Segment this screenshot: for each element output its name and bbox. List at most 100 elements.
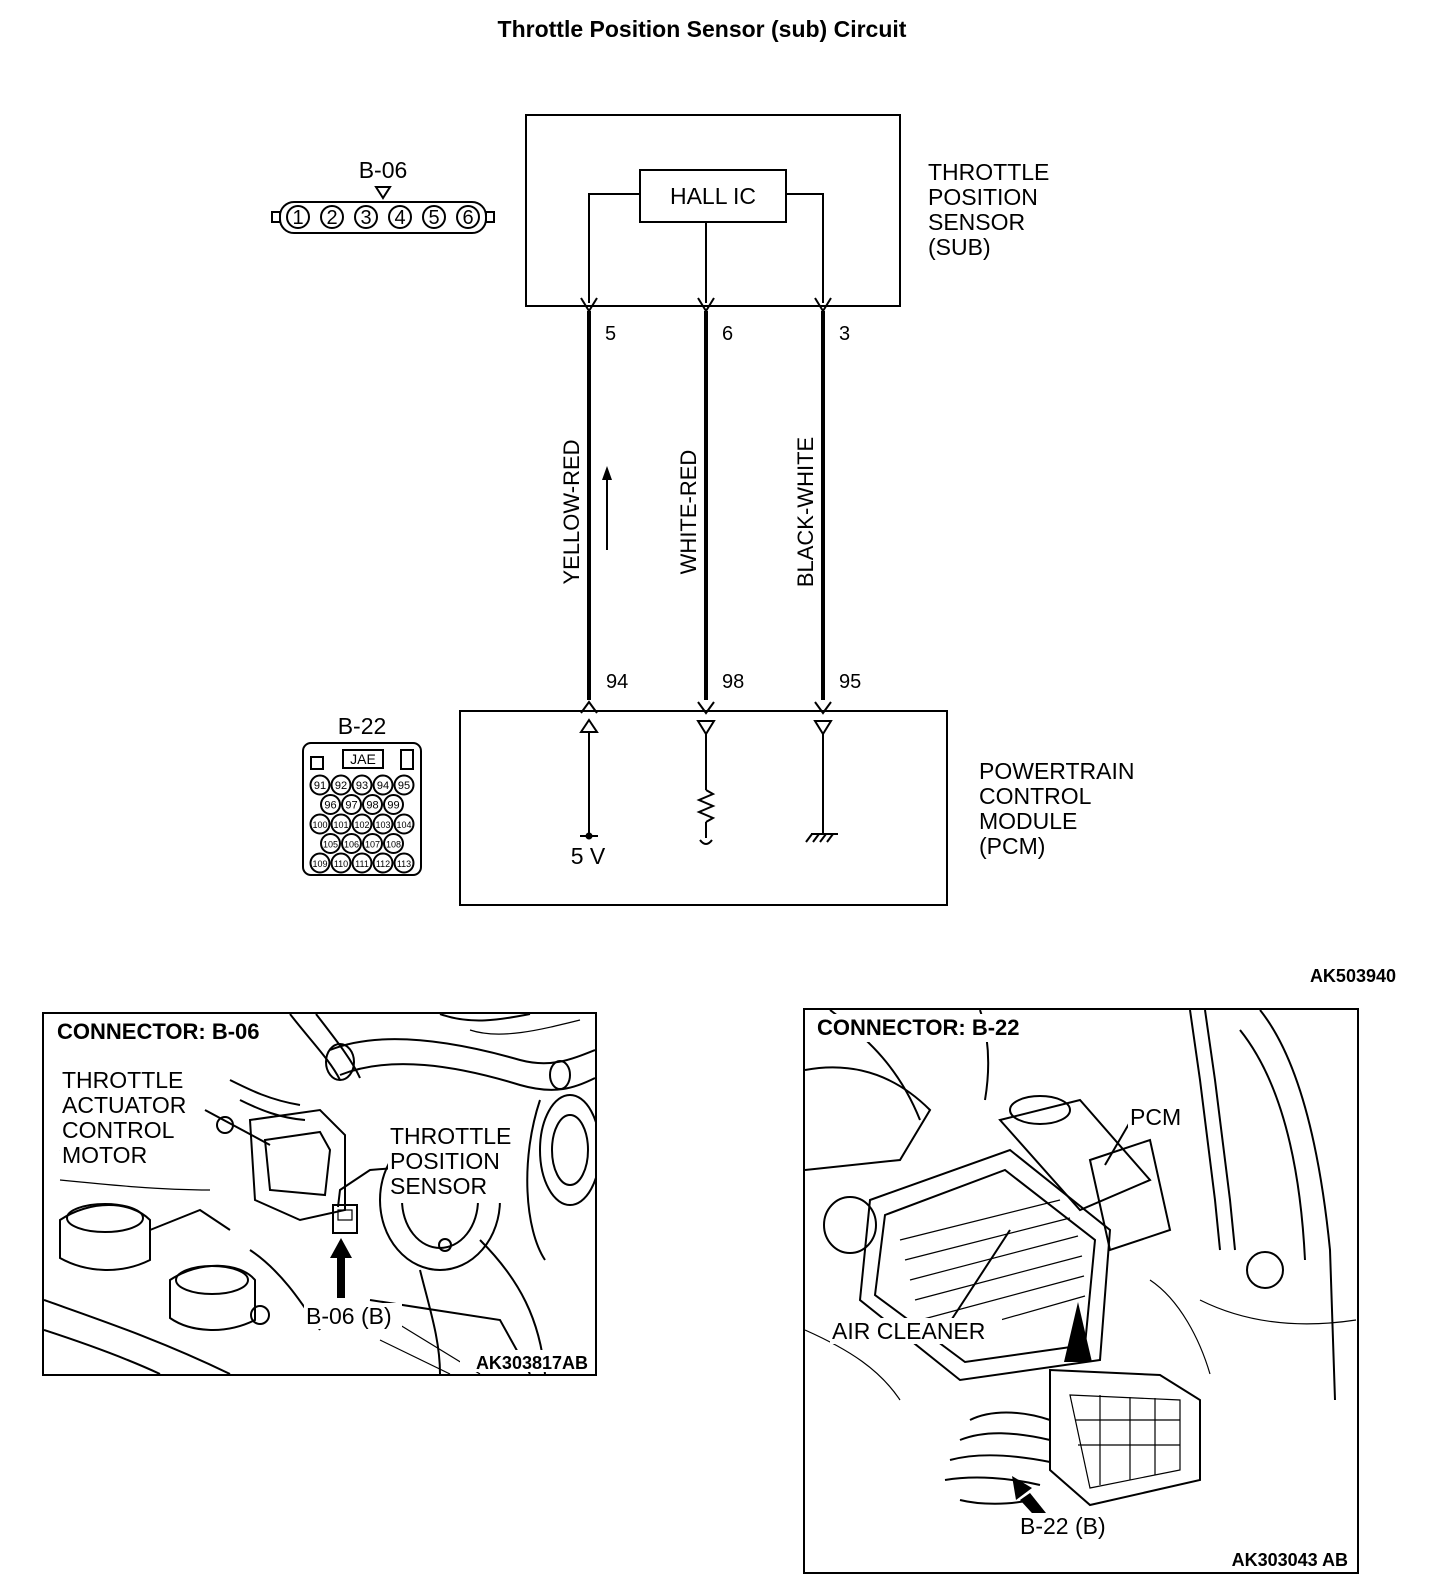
photo-left-title: CONNECTOR: B-06	[57, 1019, 260, 1044]
pcm-box: 5 V	[459, 700, 948, 906]
b22-pin-number: 113	[397, 859, 411, 869]
svg-text:5: 5	[428, 207, 439, 229]
b22-pin-111: 111	[351, 852, 373, 874]
b22-pin-number: 99	[387, 800, 399, 812]
b22-pin-93: 93	[351, 774, 373, 796]
callout-pcm: PCM	[1130, 1104, 1181, 1130]
b22-pin-number: 100	[312, 820, 327, 830]
b22-pin-circle	[372, 813, 394, 835]
svg-text:2: 2	[326, 207, 337, 229]
connector-b06-label: B-06	[359, 157, 408, 183]
supply-5v-symbol	[579, 718, 599, 840]
b22-pin-circle	[309, 813, 331, 835]
pcm-pin-94-label: 94	[606, 671, 628, 693]
b22-pin-108: 108	[383, 833, 404, 854]
sensor-pin-6-label: 6	[722, 323, 733, 345]
b22-pin-circle	[330, 774, 352, 796]
diagram-title: Throttle Position Sensor (sub) Circuit	[498, 16, 907, 42]
connector-b06-face: B-06 1 2 3 4 5 6	[271, 157, 495, 234]
pcm-pin-95-label: 95	[839, 671, 861, 693]
b22-pin-107: 107	[362, 833, 383, 854]
b22-pin-96: 96	[320, 794, 341, 815]
b22-pin-circle	[341, 794, 362, 815]
b22-pin-113: 113	[393, 852, 415, 874]
sensor-label-line-1: THROTTLE	[928, 159, 1049, 185]
pcm-label-line-4: (PCM)	[979, 833, 1045, 859]
wire-black-white: 3 95 BLACK-WHITE	[793, 311, 861, 700]
b22-pin-102: 102	[351, 813, 373, 835]
b22-pin-105: 105	[320, 833, 341, 854]
b22-pin-circle	[372, 852, 394, 874]
sensor-label-line-3: SENSOR	[928, 209, 1025, 235]
b22-pin-circle	[351, 852, 373, 874]
b22-pin-number: 96	[324, 800, 336, 812]
sensor-pin-5-label: 5	[605, 323, 616, 345]
pcm-label: POWERTRAIN CONTROL MODULE (PCM)	[979, 758, 1134, 859]
b22-pin-number: 111	[355, 859, 369, 869]
b22-pin-circle	[362, 794, 383, 815]
b22-pin-number: 110	[334, 859, 348, 869]
pull-resistor-symbol	[696, 720, 716, 845]
b22-pin-101: 101	[330, 813, 352, 835]
callout-connector-b06: B-06 (B)	[306, 1303, 392, 1329]
photo-left-panel: CONNECTOR: B-06 THROTTLE ACTUATOR CONTRO…	[42, 1012, 597, 1376]
b06-pin-1: 1	[286, 205, 310, 229]
svg-text:3: 3	[360, 207, 371, 229]
b22-pin-98: 98	[362, 794, 383, 815]
pcm-label-line-3: MODULE	[979, 808, 1077, 834]
engine-bay-illustration-right	[805, 1010, 1357, 1507]
throttle-position-sensor-box: HALL IC	[525, 114, 901, 313]
b22-pin-circle	[330, 852, 352, 874]
hall-ic-box	[639, 169, 787, 223]
callout-connector-b22: B-22 (B)	[1020, 1513, 1106, 1539]
sensor-label-line-4: (SUB)	[928, 234, 991, 260]
b22-pin-circle	[383, 833, 404, 854]
b06-pin-6: 6	[456, 205, 480, 229]
b22-pin-97: 97	[341, 794, 362, 815]
callout-motor-line-3: CONTROL	[62, 1117, 175, 1143]
b22-pin-circle	[320, 833, 341, 854]
b22-pin-number: 98	[366, 800, 378, 812]
b22-pin-number: 101	[333, 820, 348, 830]
callout-sensor-line-1: THROTTLE	[390, 1123, 511, 1149]
b22-pin-number: 103	[375, 820, 390, 830]
supply-5v-label: 5 V	[571, 843, 606, 869]
svg-text:1: 1	[292, 207, 303, 229]
b06-pin-4: 4	[388, 205, 412, 229]
b22-pin-100: 100	[309, 813, 331, 835]
connector-b22-label: B-22	[338, 713, 387, 739]
b22-pin-circle	[393, 774, 415, 796]
b22-pin-number: 92	[335, 780, 347, 792]
b22-pin-circle	[351, 774, 373, 796]
b22-pin-circle	[309, 774, 331, 796]
b22-pin-number: 107	[365, 840, 380, 850]
diagram-code: AK503940	[1310, 966, 1396, 986]
b22-pin-94: 94	[372, 774, 394, 796]
b22-pin-106: 106	[341, 833, 362, 854]
hall-ic-label: HALL IC	[670, 183, 756, 209]
b22-pin-95: 95	[393, 774, 415, 796]
b22-brand-label: JAE	[350, 751, 376, 767]
callout-sensor-line-3: SENSOR	[390, 1173, 487, 1199]
wire-yellow-red: 5 94 YELLOW-RED	[559, 311, 628, 700]
callout-sensor-line-2: POSITION	[390, 1148, 500, 1174]
b22-pin-number: 91	[314, 780, 326, 792]
b22-pin-112: 112	[372, 852, 394, 874]
b22-pin-104: 104	[393, 813, 415, 835]
b22-pin-circle	[393, 852, 415, 874]
b22-pin-circle	[341, 833, 362, 854]
callout-air-cleaner: AIR CLEANER	[832, 1318, 985, 1344]
sensor-pin-3-label: 3	[839, 323, 850, 345]
b22-pin-91: 91	[309, 774, 331, 796]
b22-pin-circle	[309, 852, 331, 874]
b22-pin-number: 102	[354, 820, 369, 830]
b22-pin-number: 106	[344, 840, 359, 850]
b22-pin-number: 108	[386, 840, 401, 850]
b22-pin-number: 97	[345, 800, 357, 812]
b22-pin-number: 109	[312, 859, 327, 869]
b22-pin-number: 105	[323, 840, 338, 850]
b22-pin-number: 94	[377, 780, 389, 792]
